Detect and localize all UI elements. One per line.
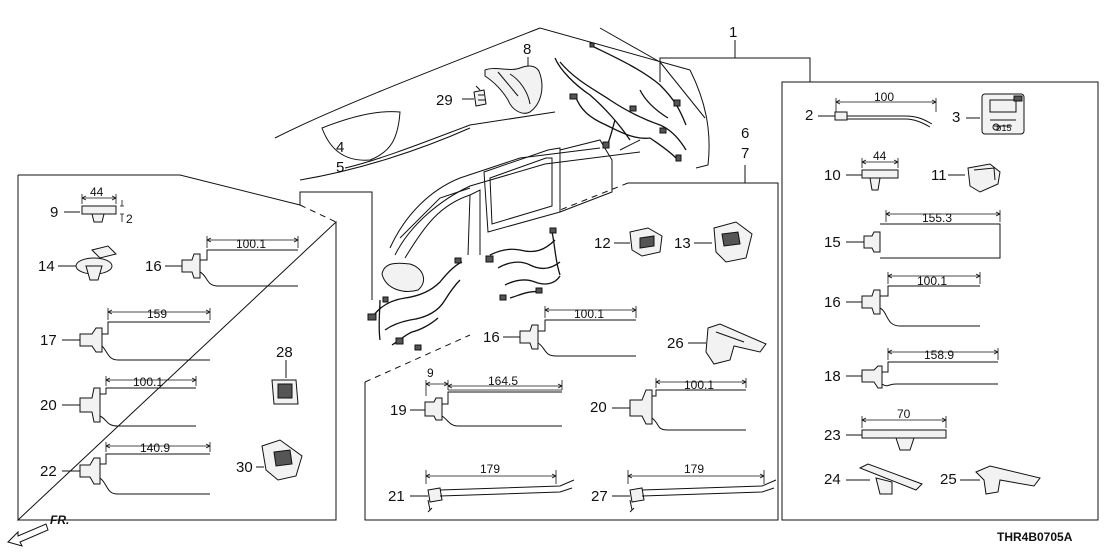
front-label: FR. <box>50 513 69 527</box>
callout-4: 4 <box>336 139 344 156</box>
dim-part-20-left-length: 100.1 <box>133 375 163 389</box>
dim-part-17-length: 159 <box>147 307 167 321</box>
part-15-tie: 155.3 <box>846 210 1001 259</box>
callout-18: 18 <box>824 368 841 385</box>
callout-labels: 1 2 3 4 5 6 7 8 9 10 11 12 13 14 15 16 1… <box>38 24 960 505</box>
callout-16-middle: 16 <box>483 329 500 346</box>
dim-part-10-width: 44 <box>873 149 887 163</box>
dim-part-21-length: 179 <box>480 462 500 476</box>
dim-part-15-length: 155.3 <box>922 211 952 225</box>
callout-20-middle: 20 <box>590 399 607 416</box>
callout-11: 11 <box>931 167 947 184</box>
left-parts-box <box>16 174 337 521</box>
front-arrow-indicator: FR. <box>7 513 69 547</box>
part-12-clip <box>614 227 663 257</box>
dim-part-3-diameter: ø15 <box>996 123 1012 133</box>
right-parts-box <box>781 81 1099 521</box>
callout-10: 10 <box>824 167 841 184</box>
callout-7: 7 <box>741 145 749 162</box>
callout-30: 30 <box>236 459 253 476</box>
callout-5: 5 <box>336 159 344 176</box>
callout-19: 19 <box>390 402 407 419</box>
callout-29: 29 <box>436 92 453 109</box>
part-14-clip <box>58 245 117 281</box>
roof-wire-harness <box>554 42 687 162</box>
dim-part-16-left-length: 100.1 <box>236 237 266 251</box>
callout-26: 26 <box>667 335 684 352</box>
part-11-clip <box>948 163 1001 193</box>
part-28-connector <box>271 379 299 405</box>
diagram-code: THR4B0705A <box>997 530 1073 544</box>
callout-3: 3 <box>952 109 960 126</box>
callout-brackets <box>285 40 811 378</box>
callout-14: 14 <box>38 258 55 275</box>
callout-16-left: 16 <box>145 258 162 275</box>
callout-27: 27 <box>591 488 608 505</box>
dim-part-16-right-length: 100.1 <box>917 274 947 288</box>
dim-part-9-thickness: 2 <box>126 212 133 226</box>
part-26-bracket <box>688 323 767 365</box>
part-16-right-tie: 100.1 <box>846 272 981 327</box>
part-3-connector: ø15 <box>966 93 1025 135</box>
part-9-clip: 44 2 <box>64 185 133 226</box>
callout-24: 24 <box>824 471 841 488</box>
part-24-clip <box>846 463 923 495</box>
part-25-clip <box>960 465 1041 495</box>
part-27-harness-clip: 179 <box>612 462 777 513</box>
dim-part-2-length: 100 <box>874 90 894 104</box>
dim-part-9-width: 44 <box>90 185 104 199</box>
callout-8: 8 <box>523 41 531 58</box>
callout-15: 15 <box>824 234 841 251</box>
callout-2: 2 <box>805 107 813 124</box>
dim-part-20-middle-length: 100.1 <box>684 378 714 392</box>
middle-parts-box <box>364 182 779 521</box>
dim-part-16-middle-length: 100.1 <box>574 307 604 321</box>
dim-part-22-length: 140.9 <box>140 441 170 455</box>
dim-part-27-length: 179 <box>684 462 704 476</box>
callout-13: 13 <box>674 235 691 252</box>
callout-17: 17 <box>40 332 57 349</box>
callout-6: 6 <box>741 125 749 142</box>
part-20-left-tie: 100.1 <box>62 375 197 427</box>
door-wire-harness-front <box>367 257 463 351</box>
callout-9: 9 <box>50 204 58 221</box>
part-20-middle-tie: 100.1 <box>612 378 747 431</box>
part-2-tie: 100 <box>818 90 937 128</box>
door-wire-harness-rear <box>485 227 561 301</box>
part-19-tie: 9 164.5 <box>410 366 563 427</box>
part-29-bolt <box>473 85 487 107</box>
part-10-clip: 44 <box>846 149 899 191</box>
part-21-harness-clip: 179 <box>410 462 575 513</box>
part-22-tie: 140.9 <box>62 441 211 495</box>
part-16-left-tie: 100.1 <box>165 236 299 287</box>
callout-1: 1 <box>729 24 737 41</box>
callout-22: 22 <box>40 463 57 480</box>
callout-28: 28 <box>276 344 293 361</box>
dim-part-23-width: 70 <box>897 407 911 421</box>
callout-12: 12 <box>594 235 611 252</box>
part-17-tie: 159 <box>62 307 211 361</box>
part-18-tie: 158.9 <box>846 348 999 389</box>
dim-part-18-length: 158.9 <box>924 348 954 362</box>
callout-23: 23 <box>824 427 841 444</box>
callout-16-right: 16 <box>824 294 841 311</box>
part-16-middle-tie: 100.1 <box>503 306 637 357</box>
part-30-clip <box>256 439 303 481</box>
callout-25: 25 <box>940 471 957 488</box>
part-13-clip <box>694 221 753 263</box>
callout-20-left: 20 <box>40 397 57 414</box>
part-8-bracket <box>484 65 543 114</box>
part-23-clip: 70 <box>846 407 947 451</box>
dim-part-19-length: 164.5 <box>488 374 518 388</box>
dim-part-19-offset: 9 <box>427 366 434 380</box>
vehicle-body-outline <box>274 27 710 292</box>
callout-21: 21 <box>388 488 405 505</box>
